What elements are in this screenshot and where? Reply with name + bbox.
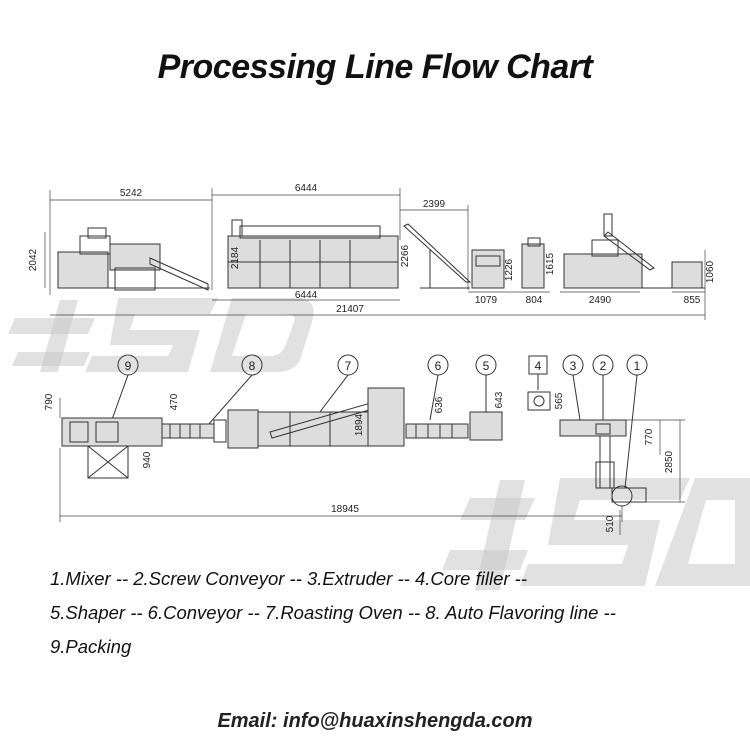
- dim-804: 804: [526, 295, 543, 306]
- callout-8: 8: [207, 354, 263, 426]
- callout-8-label: 8: [249, 359, 256, 373]
- legend-line-1: 1.Mixer -- 2.Screw Conveyor -- 3.Extrude…: [50, 568, 527, 589]
- dim-2042: 2042: [28, 248, 39, 271]
- callout-2: 2: [592, 354, 614, 425]
- dim-2184: 2184: [230, 246, 241, 269]
- watermark-logo-top: [8, 298, 314, 372]
- callout-9-label: 9: [125, 359, 132, 373]
- dim-1615: 1615: [545, 252, 556, 275]
- side-view: 5242 6444 2399 2042 2184 2266 1226: [28, 183, 716, 320]
- dim-2490: 2490: [589, 295, 612, 306]
- dim-2399: 2399: [423, 199, 446, 210]
- dim-21407: 21407: [336, 304, 364, 315]
- callout-9: 9: [109, 354, 139, 426]
- dim-643: 643: [494, 391, 505, 408]
- callout-1-label: 1: [634, 359, 641, 373]
- callout-3-label: 3: [570, 359, 577, 373]
- dim-2266: 2266: [400, 244, 411, 267]
- legend-line-3: 9.Packing: [50, 636, 132, 657]
- dim-1079: 1079: [475, 295, 498, 306]
- callout-6: 6: [427, 354, 449, 421]
- callout-4: 4: [528, 355, 548, 390]
- callout-5-label: 5: [483, 359, 490, 373]
- callout-7-label: 7: [345, 359, 352, 373]
- callout-3: 3: [562, 354, 584, 421]
- dim-6444-bottom: 6444: [295, 290, 318, 301]
- dim-790: 790: [44, 393, 55, 410]
- dim-855: 855: [684, 295, 701, 306]
- dim-770: 770: [644, 428, 655, 445]
- plan-view: 9 8 7 6 5 4 3: [44, 354, 685, 535]
- callout-5: 5: [475, 354, 497, 412]
- dim-565: 565: [554, 392, 565, 409]
- dim-510: 510: [605, 515, 616, 532]
- dim-5242: 5242: [120, 188, 143, 199]
- watermark-logo-bottom: [442, 478, 750, 590]
- dim-1226: 1226: [504, 258, 515, 281]
- dim-2850: 2850: [664, 450, 675, 473]
- dim-940: 940: [142, 451, 153, 468]
- dim-18945: 18945: [331, 504, 359, 515]
- callout-2-label: 2: [600, 359, 607, 373]
- dim-1060: 1060: [705, 260, 716, 283]
- callout-4-label: 4: [535, 359, 542, 373]
- legend-line-2: 5.Shaper -- 6.Conveyor -- 7.Roasting Ove…: [50, 602, 616, 623]
- callout-6-label: 6: [435, 359, 442, 373]
- page-title: Processing Line Flow Chart: [157, 48, 593, 86]
- dim-6444-top: 6444: [295, 183, 318, 194]
- callout-1: 1: [624, 354, 648, 489]
- dim-1894: 1894: [354, 413, 365, 436]
- dim-470: 470: [169, 393, 180, 410]
- contact-email: Email: info@huaxinshengda.com: [217, 710, 533, 732]
- dim-636: 636: [434, 396, 445, 413]
